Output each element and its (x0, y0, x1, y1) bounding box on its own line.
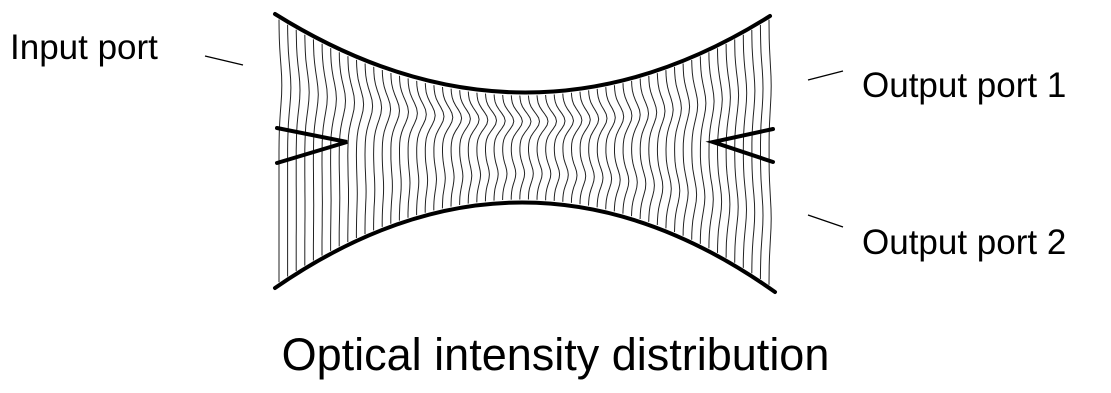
output1-leader-line (807, 70, 844, 81)
intensity-trace (768, 19, 772, 285)
input-leader-line (204, 55, 244, 66)
intensity-trace (648, 75, 658, 222)
intensity-trace (390, 72, 401, 224)
input-notch (275, 126, 348, 165)
intensity-trace (278, 19, 283, 283)
input-port-label: Input port (10, 28, 158, 67)
lower-boundary (273, 200, 777, 294)
intensity-trace (656, 73, 666, 226)
intensity-trace (725, 43, 731, 258)
intensity-trace (502, 94, 515, 201)
intensity-trace (381, 69, 392, 227)
intensity-trace (295, 29, 301, 271)
intensity-trace (613, 85, 625, 212)
intensity-trace (287, 24, 292, 277)
intensity-trace (407, 78, 418, 218)
intensity-trace (519, 95, 532, 200)
intensity-trace (631, 80, 641, 217)
intensity-trace (682, 63, 691, 236)
intensity-trace (674, 66, 682, 233)
intensity-trace (433, 85, 445, 211)
intensity-trace (553, 94, 566, 201)
leader-lines (204, 55, 844, 228)
intensity-trace (699, 56, 707, 244)
intensity-trace (347, 56, 356, 243)
intensity-trace (416, 80, 427, 216)
intensity-trace (484, 93, 498, 202)
intensity-trace (665, 70, 674, 229)
intensity-trace (467, 91, 480, 204)
intensity-trace (545, 94, 558, 201)
intensity-trace (691, 59, 699, 240)
intensity-trace (751, 29, 756, 274)
intensity-trace (588, 90, 600, 206)
intensity-trace (605, 87, 616, 210)
intensity-trace (330, 48, 337, 251)
intensity-trace (312, 39, 319, 261)
intensity-trace (304, 34, 310, 266)
intensity-trace (450, 88, 463, 207)
intensity-trace (424, 83, 436, 213)
intensity-trace (476, 92, 489, 203)
intensity-trace (562, 93, 575, 202)
intensity-trace (338, 52, 347, 247)
intensity-trace (596, 88, 608, 208)
intensity-trace (570, 92, 583, 203)
intensity-trace (398, 75, 410, 221)
intensity-trace (355, 59, 365, 238)
intensity-trace (510, 95, 523, 200)
output2-leader-line (807, 214, 844, 228)
intensity-trace (441, 86, 454, 209)
intensity-trace (708, 52, 715, 249)
intensity-trace (639, 78, 650, 220)
intensity-trace (536, 95, 549, 200)
output-port-2-label: Output port 2 (862, 223, 1067, 262)
intensity-traces (278, 19, 772, 285)
intensity-trace (716, 48, 723, 253)
output-notch (705, 127, 775, 164)
intensity-trace (579, 91, 591, 205)
intensity-trace (364, 63, 374, 235)
upper-boundary (273, 12, 772, 95)
intensity-trace (373, 66, 383, 231)
waveguide-boundaries (273, 12, 777, 294)
intensity-trace (622, 83, 633, 214)
output-port-1-label: Output port 1 (862, 66, 1067, 105)
intensity-trace (459, 90, 471, 206)
intensity-trace (527, 95, 541, 200)
intensity-trace (493, 94, 506, 201)
figure-caption: Optical intensity distribution (281, 329, 830, 380)
intensity-trace (759, 24, 764, 280)
